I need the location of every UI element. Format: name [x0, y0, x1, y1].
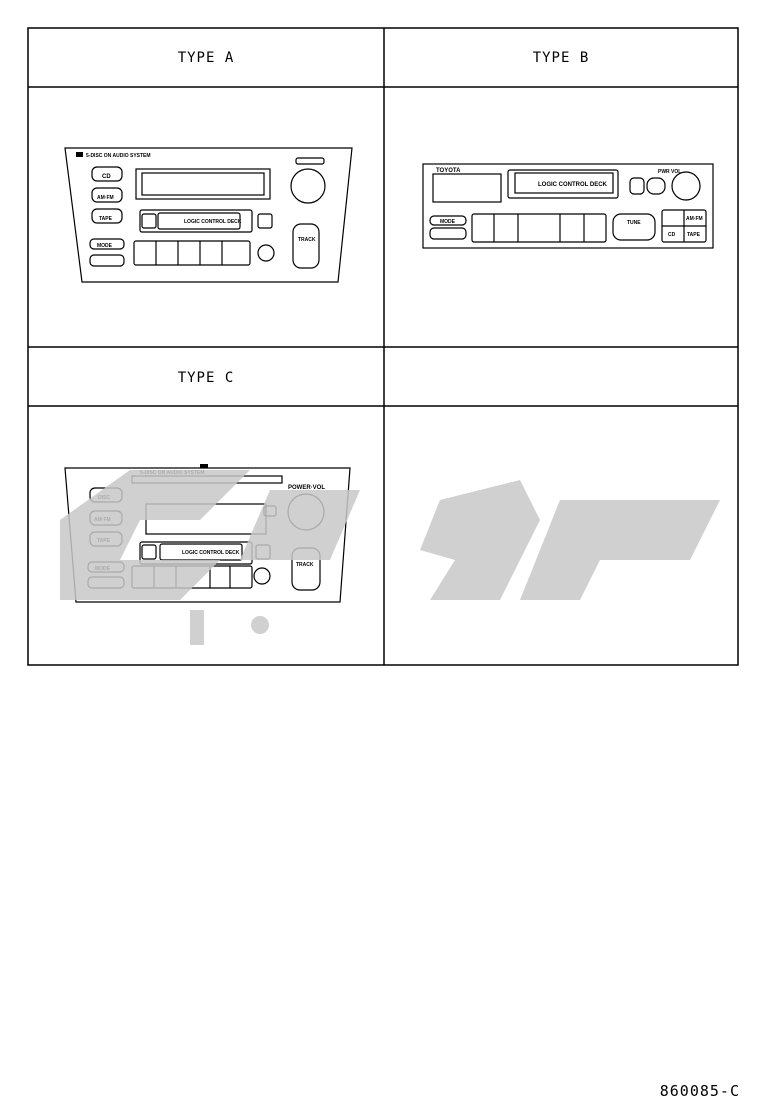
- type-c-radio-illustration: DISC AM·FM TAPE MODE POWER·VOL 5-DISC ON…: [64, 464, 351, 603]
- type-b-power-vol: PWR VOL: [658, 169, 681, 175]
- type-b-label: TYPE B: [532, 50, 590, 66]
- type-c-disc-button: DISC: [98, 495, 110, 501]
- type-b-tape: TAPE: [687, 232, 701, 238]
- type-a-top-text: 5-DISC ON AUDIO SYSTEM: [86, 153, 151, 159]
- type-b-cd: CD: [668, 232, 676, 238]
- type-b-brand: TOYOTA: [436, 168, 461, 174]
- type-c-power-vol: POWER·VOL: [288, 485, 325, 491]
- type-a-radio-illustration: CD AM·FM TAPE MODE 5-DISC ON AUDIO SYSTE…: [64, 147, 353, 283]
- type-c-amfm-button: AM·FM: [94, 517, 111, 523]
- type-a-track-label: TRACK: [298, 237, 316, 243]
- type-b-radio-illustration: TOYOTA LOGIC CONTROL DECK MODE PWR VOL T…: [422, 163, 714, 249]
- type-a-label: TYPE A: [177, 50, 235, 66]
- type-b-mode-button: MODE: [440, 219, 456, 225]
- type-b-deck-label: LOGIC CONTROL DECK: [538, 182, 608, 188]
- type-a-mode-button: MODE: [97, 243, 113, 249]
- type-a-cd-button: CD: [102, 174, 111, 180]
- type-b-amfm: AM·FM: [686, 216, 703, 222]
- type-a-tape-button: TAPE: [99, 216, 113, 222]
- type-c-mode-button: MODE: [95, 566, 111, 572]
- type-c-tape-button: TAPE: [97, 538, 111, 544]
- type-b-tune: TUNE: [627, 220, 641, 226]
- type-a-deck-label: LOGIC CONTROL DECK: [184, 219, 242, 225]
- type-c-deck-label: LOGIC CONTROL DECK: [182, 550, 240, 556]
- type-c-label: TYPE C: [177, 370, 235, 386]
- figure-code: 860085-C: [659, 1082, 740, 1100]
- type-c-top-text: 5-DISC ON AUDIO SYSTEM: [140, 470, 205, 476]
- type-a-amfm-button: AM·FM: [97, 195, 114, 201]
- type-c-track-label: TRACK: [296, 562, 314, 568]
